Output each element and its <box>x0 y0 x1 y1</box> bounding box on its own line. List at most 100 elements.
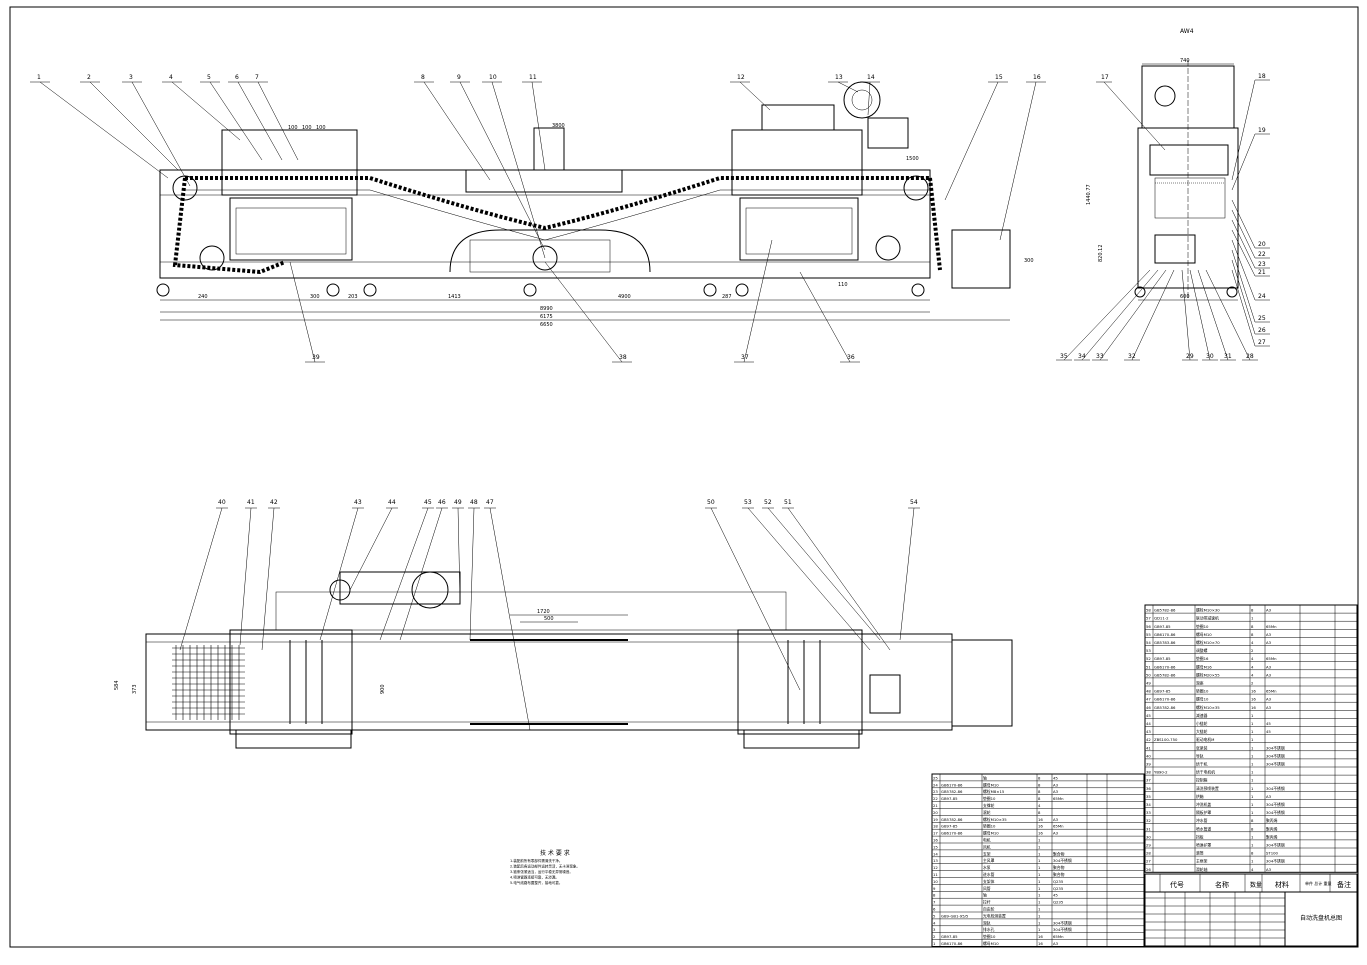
bom-cell: GB6170-86 <box>1154 697 1176 702</box>
balloon-26: 26 <box>1258 327 1266 334</box>
bom-cell: 进水管 <box>983 872 995 877</box>
bom-cell: 支撑轮 <box>983 803 995 808</box>
fan-housing <box>843 81 881 119</box>
bom-cell: 5 <box>933 913 936 918</box>
bom-cell: 1 <box>1251 745 1254 750</box>
bom-cell: 8 <box>1038 775 1041 780</box>
dim-top-center: 3800 <box>552 123 565 129</box>
bom-cell: 47 <box>1146 697 1151 702</box>
bom-cell: 主风罩 <box>983 858 995 863</box>
balloon-34: 34 <box>1078 353 1086 360</box>
dim-small-0: 100 <box>288 125 298 131</box>
dim-bottom-5: 287 <box>722 294 732 300</box>
top-dim-sub: 500 <box>544 616 554 622</box>
bom-cell: 304不锈钢 <box>1266 762 1285 767</box>
bom-cell: GB5782-86 <box>941 817 963 822</box>
bom-cell: 8 <box>1251 632 1254 637</box>
bom-cell: 8 <box>1038 796 1041 801</box>
bom-cell: 35 <box>1146 794 1151 799</box>
balloon-33: 33 <box>1096 353 1104 360</box>
bom-cell: 1 <box>1038 900 1041 905</box>
bom-cell: 1 <box>1038 907 1041 912</box>
balloon-48: 48 <box>470 499 478 506</box>
bom-cell: 垫圈10 <box>983 934 996 939</box>
balloon-32: 32 <box>1128 353 1136 360</box>
bom-cell: 65Mn <box>1266 689 1277 694</box>
tb-weight: 单件 总计 重量 <box>1305 880 1332 886</box>
bom-cell: 大链轮 <box>1196 729 1208 734</box>
bom-cell: 1 <box>1251 802 1254 807</box>
bom-cell: 螺栓M10×35 <box>983 817 1007 822</box>
bom-cell: 排水孔 <box>983 927 995 932</box>
bom-cell: 16 <box>1038 831 1043 836</box>
bom-cell: 10 <box>933 879 938 884</box>
bom-cell: 16 <box>1038 824 1043 829</box>
bom-cell: 1 <box>1251 778 1254 783</box>
dim-bottom-2: 203 <box>348 294 358 300</box>
bom-cell: GB6170-86 <box>1154 664 1176 669</box>
bom-cell: A3 <box>1053 831 1059 836</box>
bom-cell: 1 <box>1251 616 1254 621</box>
bom-cell: 304不锈钢 <box>1053 858 1072 863</box>
bom-cell: 聚合物 <box>1053 851 1065 856</box>
balloon-36: 36 <box>847 354 855 361</box>
bom-cell: 16 <box>1038 934 1043 939</box>
bom-cell: 4 <box>1251 672 1254 677</box>
bom-cell: 40 <box>1146 753 1151 758</box>
bom-cell: 3 <box>933 927 936 932</box>
bom-cell: Q235 <box>1053 886 1064 891</box>
bom-cell: 滑轮轴 <box>1196 867 1208 872</box>
bom-cell: 风管 <box>983 886 991 891</box>
bom-cell: 烘箱 <box>1196 794 1204 799</box>
bom-cell: 15 <box>933 844 938 849</box>
dim-bottom-6: 110 <box>838 282 848 288</box>
drying-hood <box>465 169 623 193</box>
bom-cell: 8 <box>1038 782 1041 787</box>
sheet-border <box>9 6 1359 948</box>
bom-cell: 31 <box>1146 826 1151 831</box>
title-block: 自动洗盘机总图 代号 名称 数量 材料 单件 总计 重量 备注 <box>1144 873 1358 947</box>
bom-cell: 螺栓M10×70 <box>1196 640 1220 645</box>
bom-cell: GB5782-86 <box>1154 672 1176 677</box>
bom-cell: 12 <box>933 865 938 870</box>
tb-qty: 数量 <box>1250 881 1262 889</box>
balloon-40: 40 <box>218 499 226 506</box>
bom-cell: GB97-85 <box>941 824 958 829</box>
bom-cell: 驱动电机M <box>1196 737 1214 742</box>
balloon-29: 29 <box>1186 353 1194 360</box>
bom-cell: 1 <box>1038 865 1041 870</box>
bom-cell: 23 <box>933 789 938 794</box>
balloon-13: 13 <box>835 74 843 81</box>
balloon-21: 21 <box>1258 269 1266 276</box>
bom-cell: 1 <box>1251 721 1254 726</box>
bom-cell: 304不锈钢 <box>1266 786 1285 791</box>
bom-cell: 小链轮 <box>1196 721 1208 726</box>
bom-cell: 4 <box>1038 803 1041 808</box>
bom-cell: 1 <box>1251 753 1254 758</box>
bom-cell: 电机 <box>983 838 991 843</box>
side-motor <box>1154 234 1196 264</box>
bom-cell: 46 <box>1146 705 1151 710</box>
bom-cell: A3 <box>1266 697 1272 702</box>
bom-cell: 16 <box>1251 697 1256 702</box>
bom-cell: 51 <box>1146 664 1151 669</box>
bom-cell: 304不锈钢 <box>1266 802 1285 807</box>
bom-cell: 1 <box>1038 927 1041 932</box>
bom-cell: 43 <box>1146 729 1151 734</box>
bom-cell: 1 <box>1251 770 1254 775</box>
top-dim-left-h2: 373 <box>132 684 138 694</box>
bom-cell: 支架 <box>983 851 991 856</box>
bom-cell: 螺母M16 <box>1196 664 1212 669</box>
dim-small-2: 100 <box>316 125 326 131</box>
bom-cell: 1 <box>1038 886 1041 891</box>
top-dim-width: 900 <box>380 684 386 694</box>
balloon-46: 46 <box>438 499 446 506</box>
bom-cell: 1 <box>1251 786 1254 791</box>
bom-cell: 37 <box>1146 778 1151 783</box>
balloon-25: 25 <box>1258 315 1266 322</box>
balloon-20: 20 <box>1258 241 1266 248</box>
bom-cell: 螺母M10 <box>983 782 999 787</box>
bom-cell: 304不锈钢 <box>1053 927 1072 932</box>
